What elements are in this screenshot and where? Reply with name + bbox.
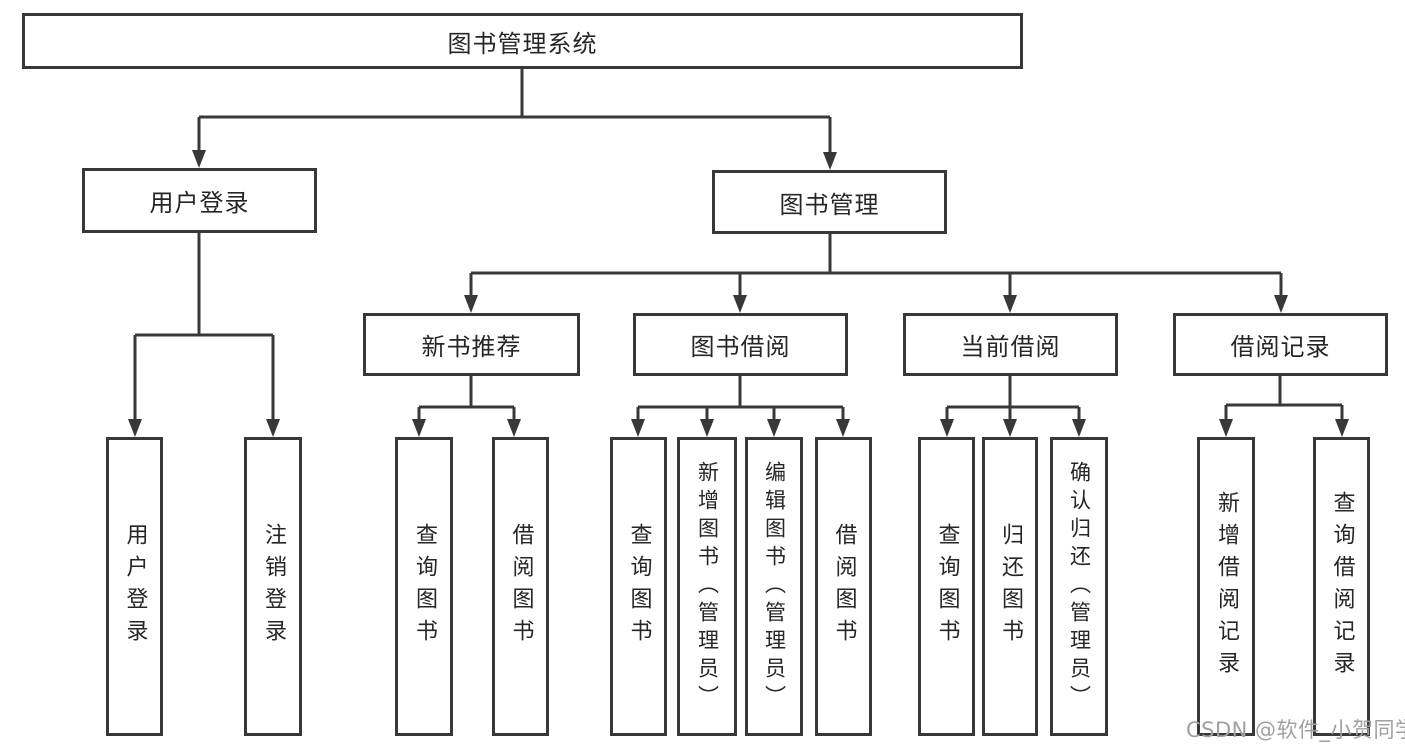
node-new-book-recommendation: 新书推荐 bbox=[363, 313, 580, 376]
node-borrow-books-borrow: 借阅图书 bbox=[815, 437, 872, 736]
arrowhead-icon bbox=[412, 419, 426, 437]
arrowhead-icon bbox=[1003, 419, 1017, 437]
node-return-books: 归还图书 bbox=[982, 437, 1038, 736]
node-query-books-borrow: 查询图书 bbox=[610, 437, 667, 736]
arrowhead-icon bbox=[1335, 419, 1349, 437]
node-edit-book-admin: 编辑图书（管理员） bbox=[745, 437, 803, 736]
node-query-books-current: 查询图书 bbox=[918, 437, 975, 736]
arrowhead-icon bbox=[1072, 419, 1086, 437]
node-query-borrow-record: 查询借阅记录 bbox=[1313, 437, 1370, 736]
node-add-book-admin: 新增图书（管理员） bbox=[677, 437, 737, 736]
node-logout: 注销登录 bbox=[244, 437, 302, 736]
arrowhead-icon bbox=[823, 152, 837, 170]
node-book-management: 图书管理 bbox=[712, 170, 947, 234]
arrowhead-icon bbox=[940, 419, 954, 437]
node-user-login-leaf: 用户登录 bbox=[106, 437, 163, 736]
arrowhead-icon bbox=[1219, 419, 1233, 437]
node-book-borrowing: 图书借阅 bbox=[633, 313, 848, 376]
node-confirm-return-admin: 确认归还（管理员） bbox=[1050, 437, 1108, 736]
node-query-books-recommend: 查询图书 bbox=[395, 437, 453, 736]
csdn-watermark: CSDN @软件_小贺同学 bbox=[1186, 718, 1405, 742]
node-borrow-books-recommend: 借阅图书 bbox=[492, 437, 549, 736]
arrowhead-icon bbox=[266, 419, 280, 437]
arrowhead-icon bbox=[700, 419, 714, 437]
node-user-login: 用户登录 bbox=[82, 168, 317, 233]
arrowhead-icon bbox=[1274, 295, 1288, 313]
node-library-system: 图书管理系统 bbox=[22, 13, 1023, 69]
arrowhead-icon bbox=[464, 295, 478, 313]
arrowhead-icon bbox=[733, 295, 747, 313]
arrowhead-icon bbox=[192, 150, 206, 168]
arrowhead-icon bbox=[836, 419, 850, 437]
arrowhead-icon bbox=[1003, 295, 1017, 313]
arrowhead-icon bbox=[767, 419, 781, 437]
node-borrowing-records: 借阅记录 bbox=[1173, 313, 1388, 376]
arrowhead-icon bbox=[507, 419, 521, 437]
node-add-borrow-record: 新增借阅记录 bbox=[1197, 437, 1255, 736]
arrowhead-icon bbox=[128, 419, 142, 437]
node-current-borrowing: 当前借阅 bbox=[903, 313, 1118, 376]
arrowhead-icon bbox=[631, 419, 645, 437]
